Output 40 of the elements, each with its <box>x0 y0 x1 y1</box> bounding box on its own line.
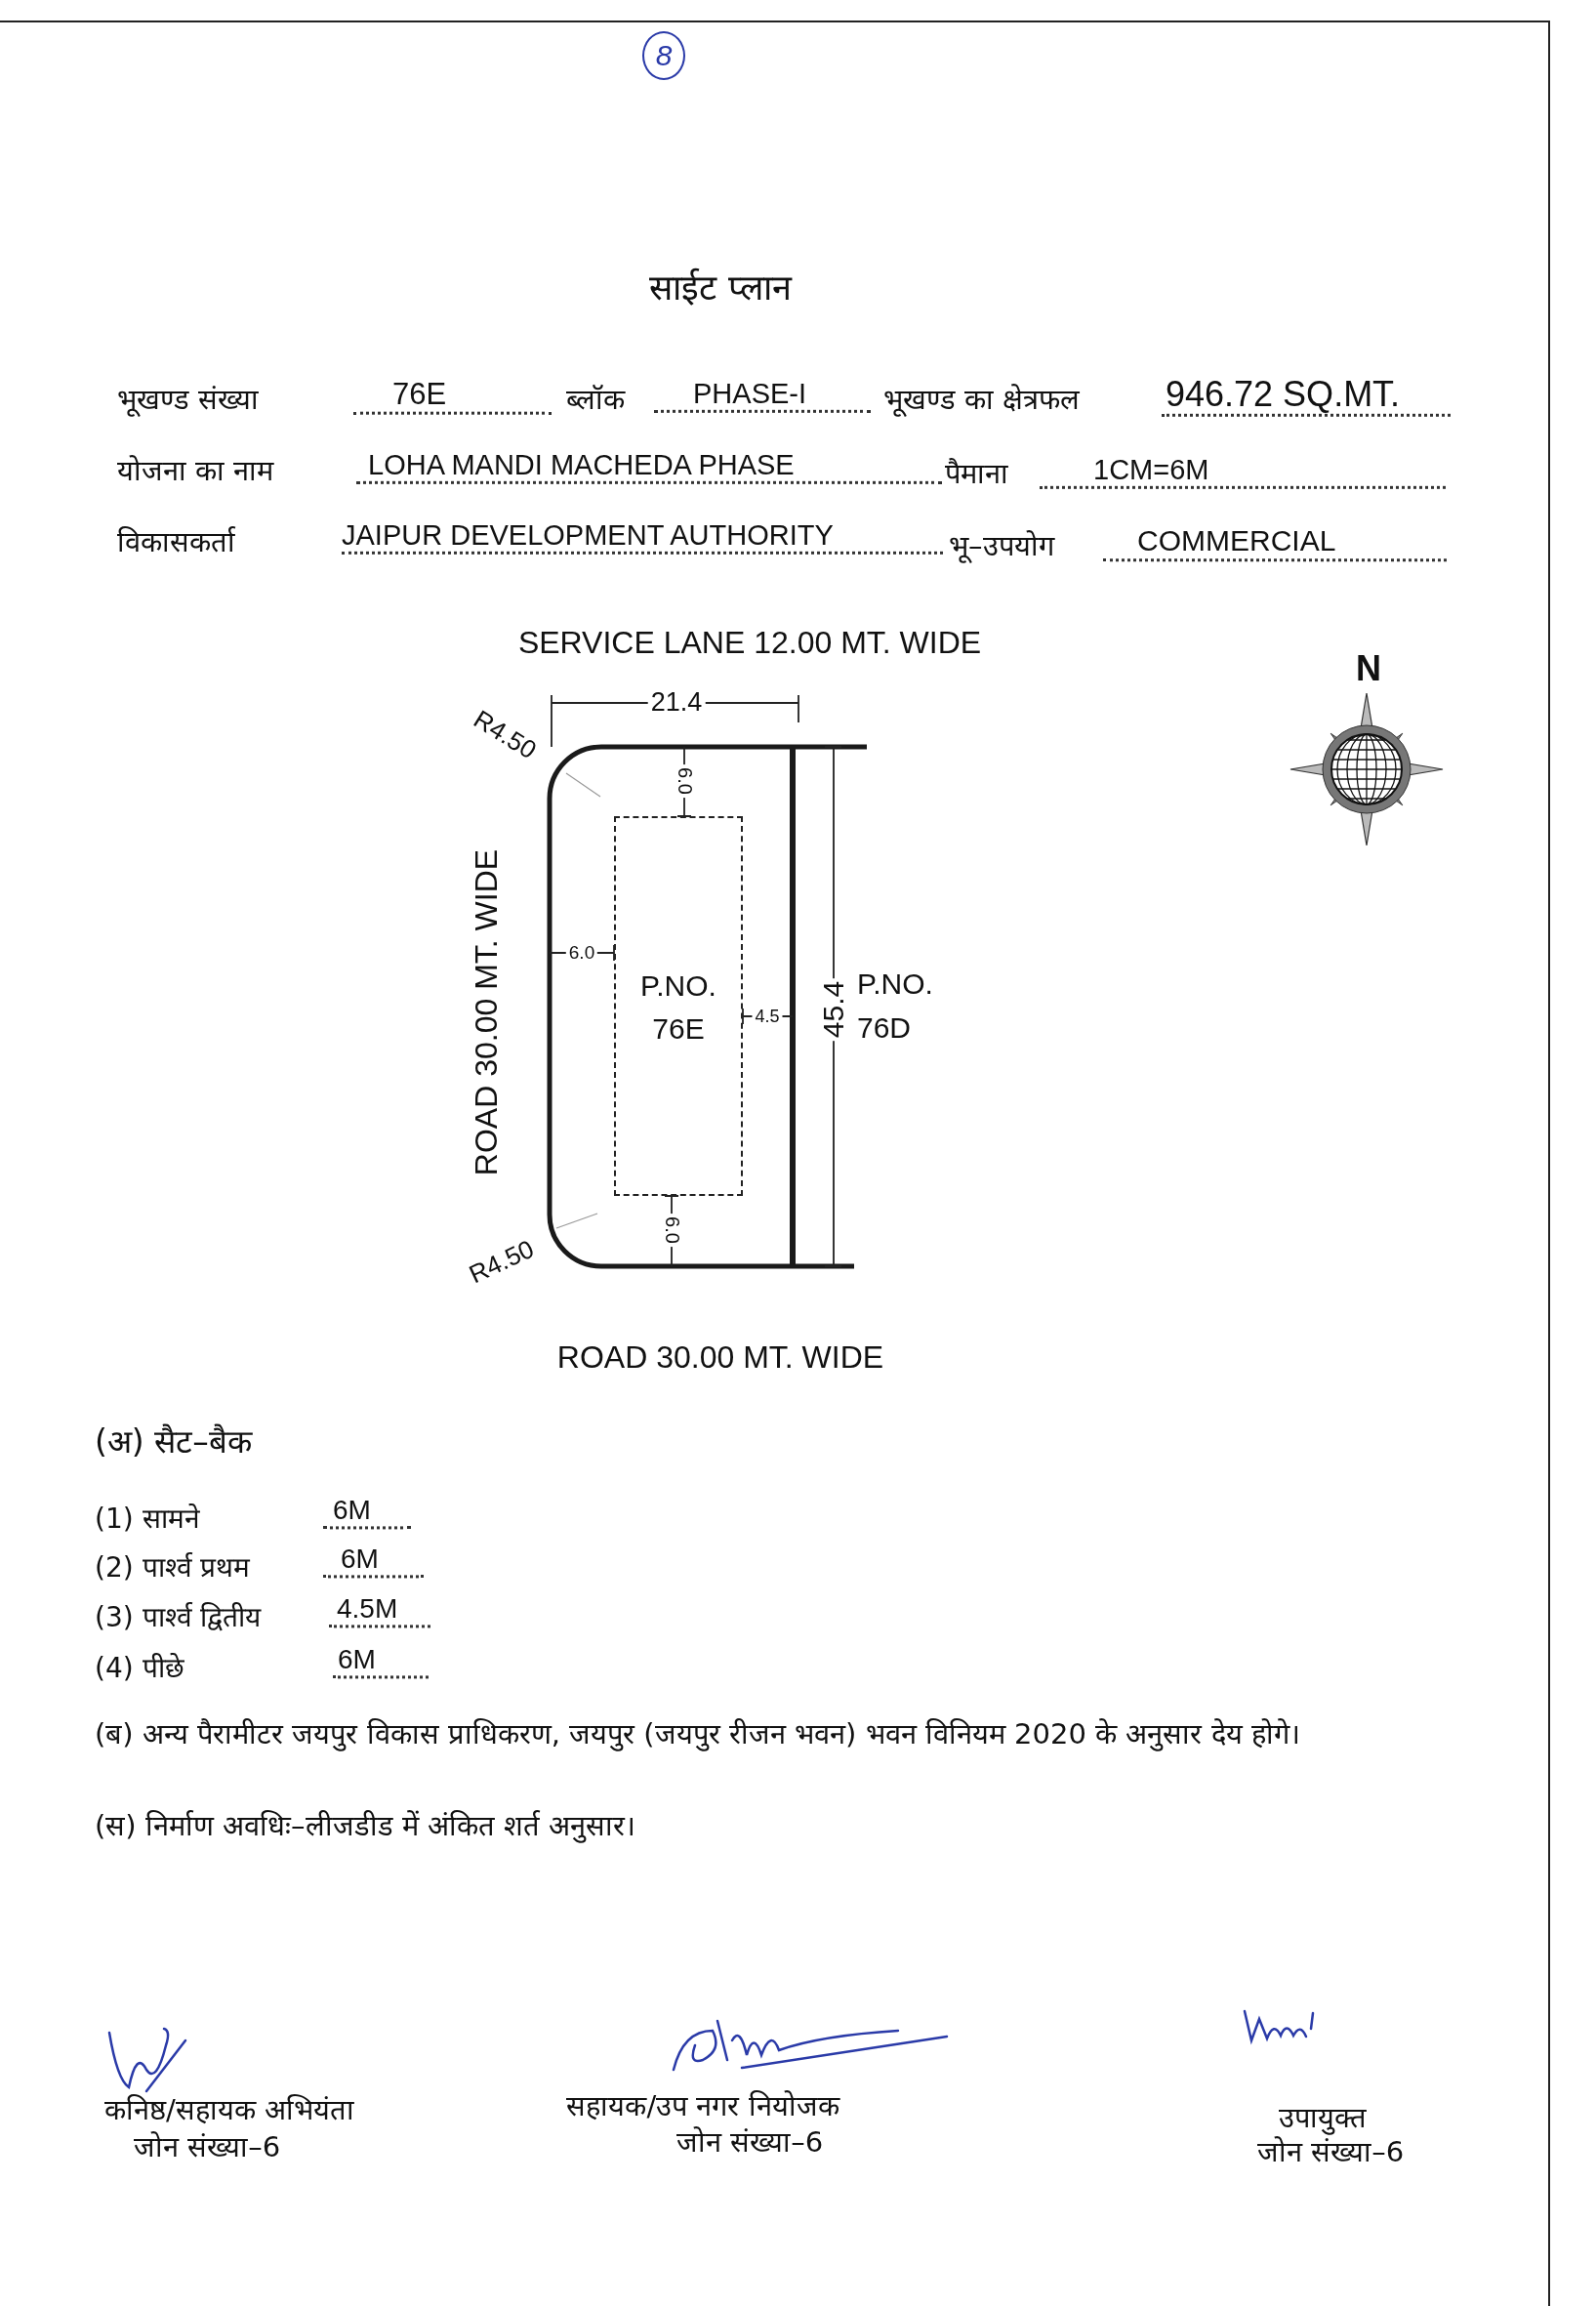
field-value: LOHA MANDI MACHEDA PHASE <box>356 448 942 485</box>
signatory-title: सहायक/उप नगर नियोजक <box>566 2090 839 2123</box>
setback-value: 6M <box>333 1644 429 1679</box>
field-value: JAIPUR DEVELOPMENT AUTHORITY <box>342 518 943 556</box>
section-heading: (अ) सैट–बैक <box>95 1423 252 1461</box>
radius-label: R4.50 <box>465 1234 539 1291</box>
setback-item: (3) पार्श्व द्वितीय <box>95 1601 262 1634</box>
plot-number: P.NO. 76D <box>857 967 934 1046</box>
page-number: 8 <box>642 31 685 80</box>
signatory-zone: जोन संख्या–6 <box>675 2126 824 2160</box>
field-value: 76E <box>353 376 552 415</box>
field-value: PHASE-I <box>654 377 871 414</box>
field-value: COMMERCIAL <box>1103 524 1447 561</box>
setback-item: (2) पार्श्व प्रथम <box>95 1551 251 1585</box>
field-value: 1CM=6M <box>1040 453 1446 490</box>
field-label: योजना का नाम <box>117 455 274 488</box>
field-label: भूखण्ड का क्षेत्रफल <box>883 384 1081 417</box>
note-text: (स) निर्माण अवधिः–लीजडीड में अंकित शर्त अनुसार। <box>95 1810 636 1843</box>
road-label: ROAD 30.00 MT. WIDE <box>468 848 505 1176</box>
field-label: ब्लॉक <box>566 384 625 417</box>
road-label: SERVICE LANE 12.00 MT. WIDE <box>517 624 982 661</box>
setback-item: (1) सामने <box>95 1503 200 1536</box>
field-label: पैमाना <box>945 458 1008 491</box>
road-label: ROAD 30.00 MT. WIDE <box>556 1338 884 1376</box>
page-title: साईट प्लान <box>649 268 792 309</box>
signatory-title: उपायुक्त <box>1279 2102 1367 2135</box>
field-label: विकासकर्ता <box>117 526 235 559</box>
plot-number: P.NO. 76E <box>639 968 717 1047</box>
signatory-zone: जोन संख्या–6 <box>133 2131 281 2164</box>
setback-value: 4.5M <box>329 1593 430 1628</box>
setback-value: 6M <box>323 1544 424 1579</box>
field-label: भू–उपयोग <box>949 530 1054 563</box>
field-label: भूखण्ड संख्या <box>117 384 260 417</box>
setback-value: 6M <box>323 1495 411 1530</box>
signatory-zone: जोन संख्या–6 <box>1256 2136 1405 2169</box>
note-text: (ब) अन्य पैरामीटर जयपुर विकास प्राधिकरण, जयपुर (जयपुर रीजन भवन) भवन विनियम 2020 के अनुसार देय होगे। <box>95 1716 1301 1753</box>
north-label: N <box>1356 648 1381 689</box>
setback-item: (4) पीछे <box>95 1652 184 1685</box>
signatory-title: कनिष्ठ/सहायक अभियंता <box>104 2094 354 2127</box>
field-value: 946.72 SQ.MT. <box>1162 373 1451 418</box>
